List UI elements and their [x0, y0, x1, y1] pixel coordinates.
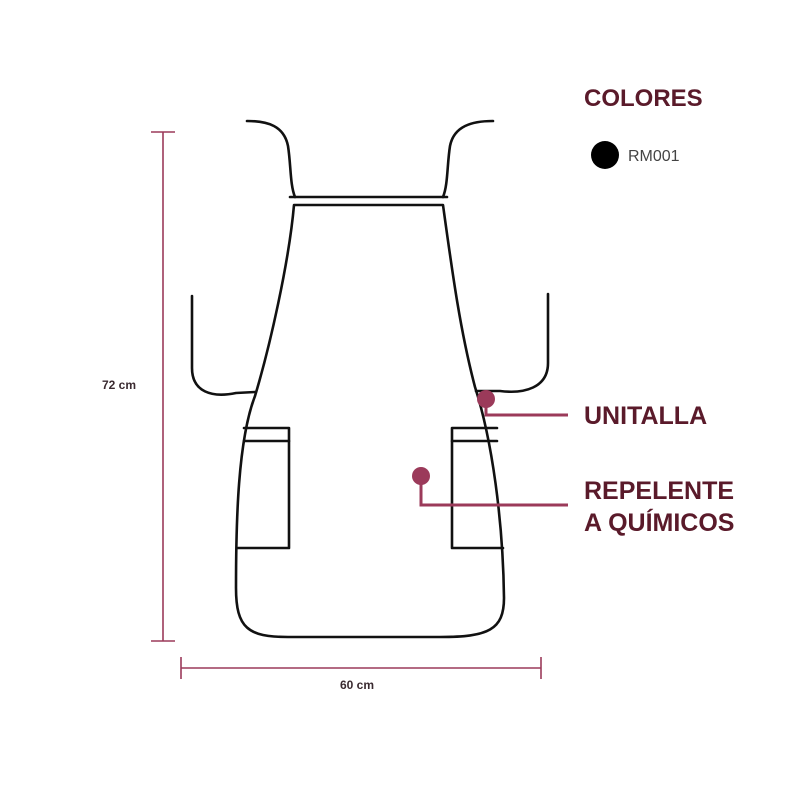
width-label: 60 cm [340, 678, 374, 692]
right-neck-strap [441, 119, 495, 199]
repellent-callout-line1: REPELENTE [584, 477, 734, 505]
repellent-callout-line [419, 476, 568, 507]
fit-callout-line [484, 399, 568, 417]
colors-title: COLORES [584, 85, 703, 112]
left-waist-tie [190, 294, 257, 396]
width-dimension [180, 657, 542, 679]
left-neck-strap [245, 119, 297, 199]
color-swatch-code: RM001 [628, 148, 680, 165]
fit-callout-label: UNITALLA [584, 402, 707, 430]
fit-callout: UNITALLA [477, 390, 707, 430]
right-waist-tie [474, 292, 550, 393]
height-label: 72 cm [102, 378, 136, 392]
left-pocket [236, 426, 291, 550]
repellent-callout-dot [412, 467, 430, 485]
apron-outline [190, 119, 550, 639]
right-pocket [450, 426, 505, 550]
repellent-callout-line2: A QUÍMICOS [584, 508, 734, 537]
fit-callout-dot [477, 390, 495, 408]
color-swatch-dot [591, 141, 619, 169]
repellent-callout: REPELENTE A QUÍMICOS [412, 467, 734, 537]
height-dimension [151, 131, 175, 642]
apron-body [234, 203, 506, 639]
